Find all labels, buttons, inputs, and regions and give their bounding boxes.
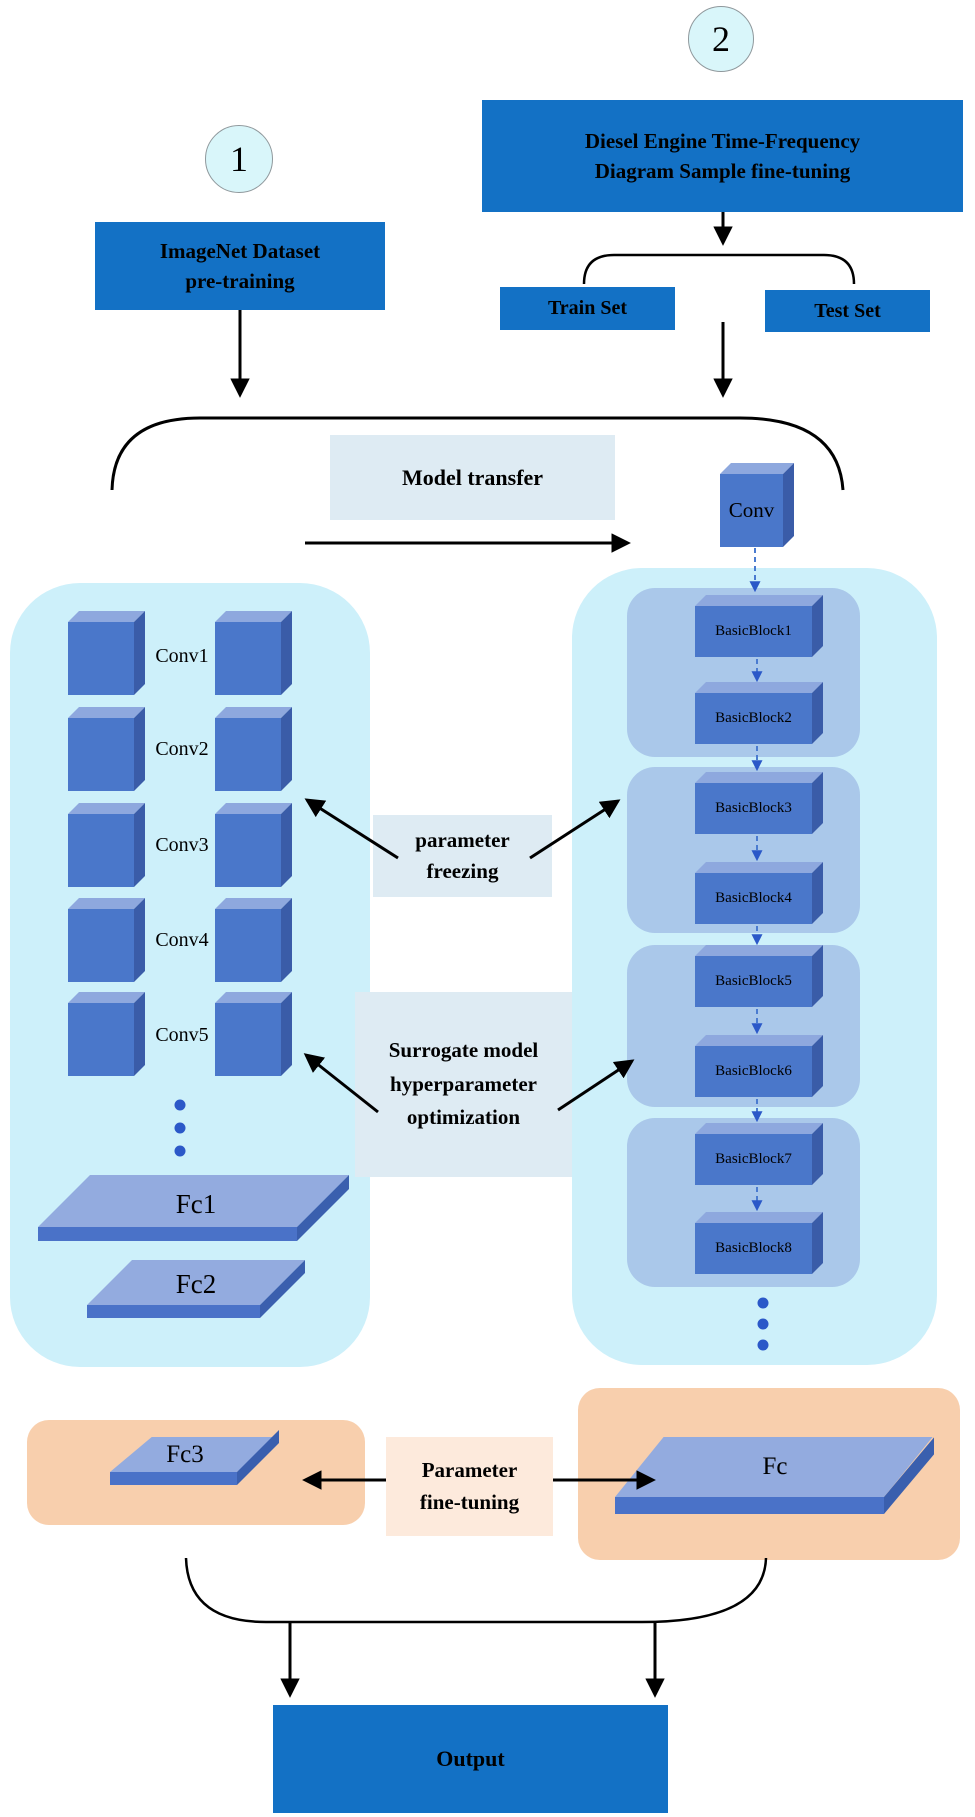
conv3-cube-left <box>68 803 145 887</box>
basicblock2-top-face <box>695 682 823 693</box>
train-test-split-brace <box>582 253 856 285</box>
conv4-cube-right-side-face <box>281 898 292 982</box>
fc1-slab-front-face <box>38 1227 297 1241</box>
train-set-label: Train Set <box>547 297 628 319</box>
basicblock7-box: BasicBlock7 <box>695 1123 823 1185</box>
parameter-finetuning-line1: Parameter <box>421 1458 518 1482</box>
basicblock5-label: BasicBlock5 <box>715 973 792 989</box>
stage-1-number: 1 <box>230 139 248 179</box>
test-set-box: Test Set <box>765 290 930 332</box>
parameter-freezing-line1: parameter <box>415 827 510 852</box>
conv2-cube-left-top-face <box>68 707 145 718</box>
basicblock7-top-face <box>695 1123 823 1134</box>
conv4-cube-right <box>215 898 292 982</box>
conv4-cube-right-top-face <box>215 898 292 909</box>
parameter-finetuning-box: Parameter fine-tuning <box>386 1437 553 1536</box>
conv-stem-label: Conv <box>728 498 775 522</box>
conv1-cube-left <box>68 611 145 695</box>
fc2-slab-front-face <box>87 1305 260 1318</box>
fc3-label: Fc3 <box>166 1441 204 1468</box>
surrogate-optimization-box: Surrogate model hyperparameter optimizat… <box>355 992 572 1177</box>
conv1-cube-right-top-face <box>215 611 292 622</box>
basicblock6-top-face <box>695 1035 823 1046</box>
conv5-cube-right-side-face <box>281 992 292 1076</box>
basicblock6-box: BasicBlock6 <box>695 1035 823 1097</box>
conv5-cube-left <box>68 992 145 1076</box>
stage-2-badge: 2 <box>688 6 754 72</box>
diesel-finetuning-line2: Diagram Sample fine-tuning <box>594 159 851 183</box>
imagenet-line1: ImageNet Dataset <box>159 238 321 263</box>
basicblock5-top-face <box>695 945 823 956</box>
conv2-cube-right <box>215 707 292 791</box>
basicblock1-box: BasicBlock1 <box>695 595 823 657</box>
conv2-cube-left <box>68 707 145 791</box>
basicblock8-top-face <box>695 1212 823 1223</box>
conv4-label: Conv4 <box>155 928 209 951</box>
conv3-cube-right <box>215 803 292 887</box>
surrogate-line3: optimization <box>406 1105 521 1130</box>
diesel-finetuning-line1: Diesel Engine Time-Frequency <box>584 128 861 153</box>
basicblock2-box: BasicBlock2 <box>695 682 823 744</box>
basicblock3-box: BasicBlock3 <box>695 772 823 834</box>
parameter-freezing-line2: freezing <box>426 859 499 883</box>
conv-stem-box: Conv <box>720 463 794 547</box>
imagenet-line2: pre-training <box>185 269 295 293</box>
fc-label: Fc <box>762 1453 788 1480</box>
basicblock8-label: BasicBlock8 <box>715 1240 792 1256</box>
surrogate-line1: Surrogate model <box>388 1038 539 1063</box>
basicblock6-label: BasicBlock6 <box>715 1063 792 1079</box>
surrogate-line2: hyperparameter <box>390 1071 537 1096</box>
fc-slab-front-face <box>615 1497 884 1514</box>
basicblock4-top-face <box>695 862 823 873</box>
conv1-cube-left-top-face <box>68 611 145 622</box>
basicblock4-box: BasicBlock4 <box>695 862 823 924</box>
output-merge-brace <box>184 1557 768 1624</box>
parameter-finetuning-line2: fine-tuning <box>419 1489 520 1514</box>
diesel-finetuning-box: Diesel Engine Time-Frequency Diagram Sam… <box>482 100 963 212</box>
basicblock7-label: BasicBlock7 <box>715 1151 792 1167</box>
conv1-cube-right <box>215 611 292 695</box>
parameter-freezing-box: parameter freezing <box>373 815 552 897</box>
conv5-label: Conv5 <box>155 1023 209 1046</box>
source-network-panel <box>10 583 370 1367</box>
basicblock8-box: BasicBlock8 <box>695 1212 823 1274</box>
conv4-cube-left <box>68 898 145 982</box>
conv3-cube-right-top-face <box>215 803 292 814</box>
fc1-label: Fc1 <box>175 1188 217 1219</box>
stage-2-number: 2 <box>712 19 730 59</box>
output-box: Output <box>273 1705 668 1813</box>
basicblock1-top-face <box>695 595 823 606</box>
basicblock3-label: BasicBlock3 <box>715 800 792 816</box>
imagenet-pretraining-box: ImageNet Dataset pre-training <box>95 222 385 310</box>
conv1-label: Conv1 <box>155 644 209 667</box>
conv1-cube-right-side-face <box>281 611 292 695</box>
conv2-label: Conv2 <box>155 737 209 760</box>
fc3-slab-front-face <box>110 1472 237 1485</box>
basicblock3-top-face <box>695 772 823 783</box>
model-transfer-label: Model transfer <box>401 464 544 490</box>
basicblock2-label: BasicBlock2 <box>715 710 792 726</box>
stage-1-badge: 1 <box>205 125 273 193</box>
conv3-cube-right-side-face <box>281 803 292 887</box>
output-label: Output <box>436 1746 505 1771</box>
conv5-cube-left-top-face <box>68 992 145 1003</box>
test-set-label: Test Set <box>814 299 881 322</box>
basicblock1-label: BasicBlock1 <box>715 623 792 639</box>
conv-stem-box-side-face <box>783 463 794 547</box>
conv5-cube-right-top-face <box>215 992 292 1003</box>
basicblock5-box: BasicBlock5 <box>695 945 823 1007</box>
train-set-box: Train Set <box>500 287 675 330</box>
conv3-cube-left-top-face <box>68 803 145 814</box>
model-transfer-box: Model transfer <box>330 435 615 520</box>
conv3-label: Conv3 <box>155 833 209 856</box>
basicblock4-label: BasicBlock4 <box>715 890 792 906</box>
conv2-cube-right-top-face <box>215 707 292 718</box>
conv2-cube-right-side-face <box>281 707 292 791</box>
conv4-cube-left-top-face <box>68 898 145 909</box>
conv5-cube-right <box>215 992 292 1076</box>
fc2-label: Fc2 <box>175 1268 217 1299</box>
